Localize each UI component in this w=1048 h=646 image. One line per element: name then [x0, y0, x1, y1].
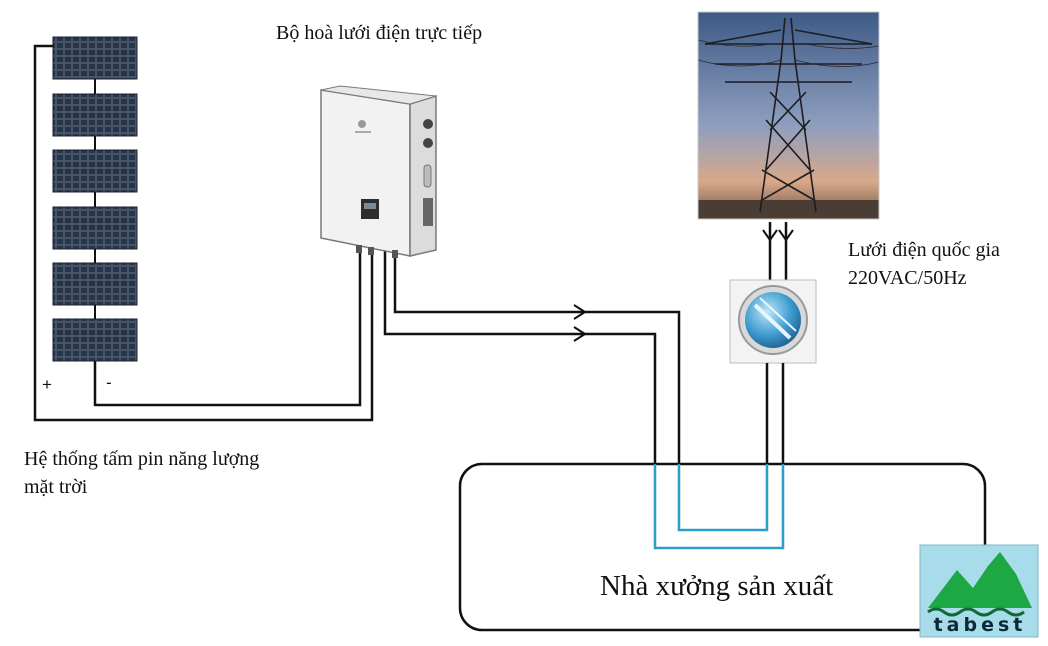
- grid-label: Lưới điện quốc gia 220VAC/50Hz: [848, 236, 1000, 292]
- positive-terminal-label: +: [42, 375, 52, 394]
- ac-wiring: [653, 464, 785, 550]
- meter-icon: [729, 279, 817, 364]
- grid-wiring: [768, 222, 788, 280]
- solar-panel-icon: [52, 36, 138, 362]
- inverter-icon: [320, 85, 437, 258]
- arrowheads-inverter: [573, 304, 587, 342]
- logo-text: tabest: [933, 614, 1027, 636]
- power-tower-icon: [697, 11, 880, 220]
- mountain-logo-icon: [919, 544, 1039, 638]
- grid-label-line2: 220VAC/50Hz: [848, 267, 967, 289]
- factory-label: Nhà xưởng sản xuất: [600, 570, 834, 602]
- grid-label-line1: Lưới điện quốc gia: [848, 239, 1000, 261]
- inverter-output-wiring: [583, 310, 681, 464]
- dc-wiring: [33, 44, 583, 422]
- arrowheads-grid: [762, 229, 794, 242]
- meter-wiring: [765, 363, 785, 464]
- inverter-title: Bộ hoà lưới điện trực tiếp: [276, 22, 483, 44]
- negative-terminal-label: -: [106, 373, 112, 392]
- panel-system-label: Hệ thống tấm pin năng lượng mặt trời: [24, 448, 260, 498]
